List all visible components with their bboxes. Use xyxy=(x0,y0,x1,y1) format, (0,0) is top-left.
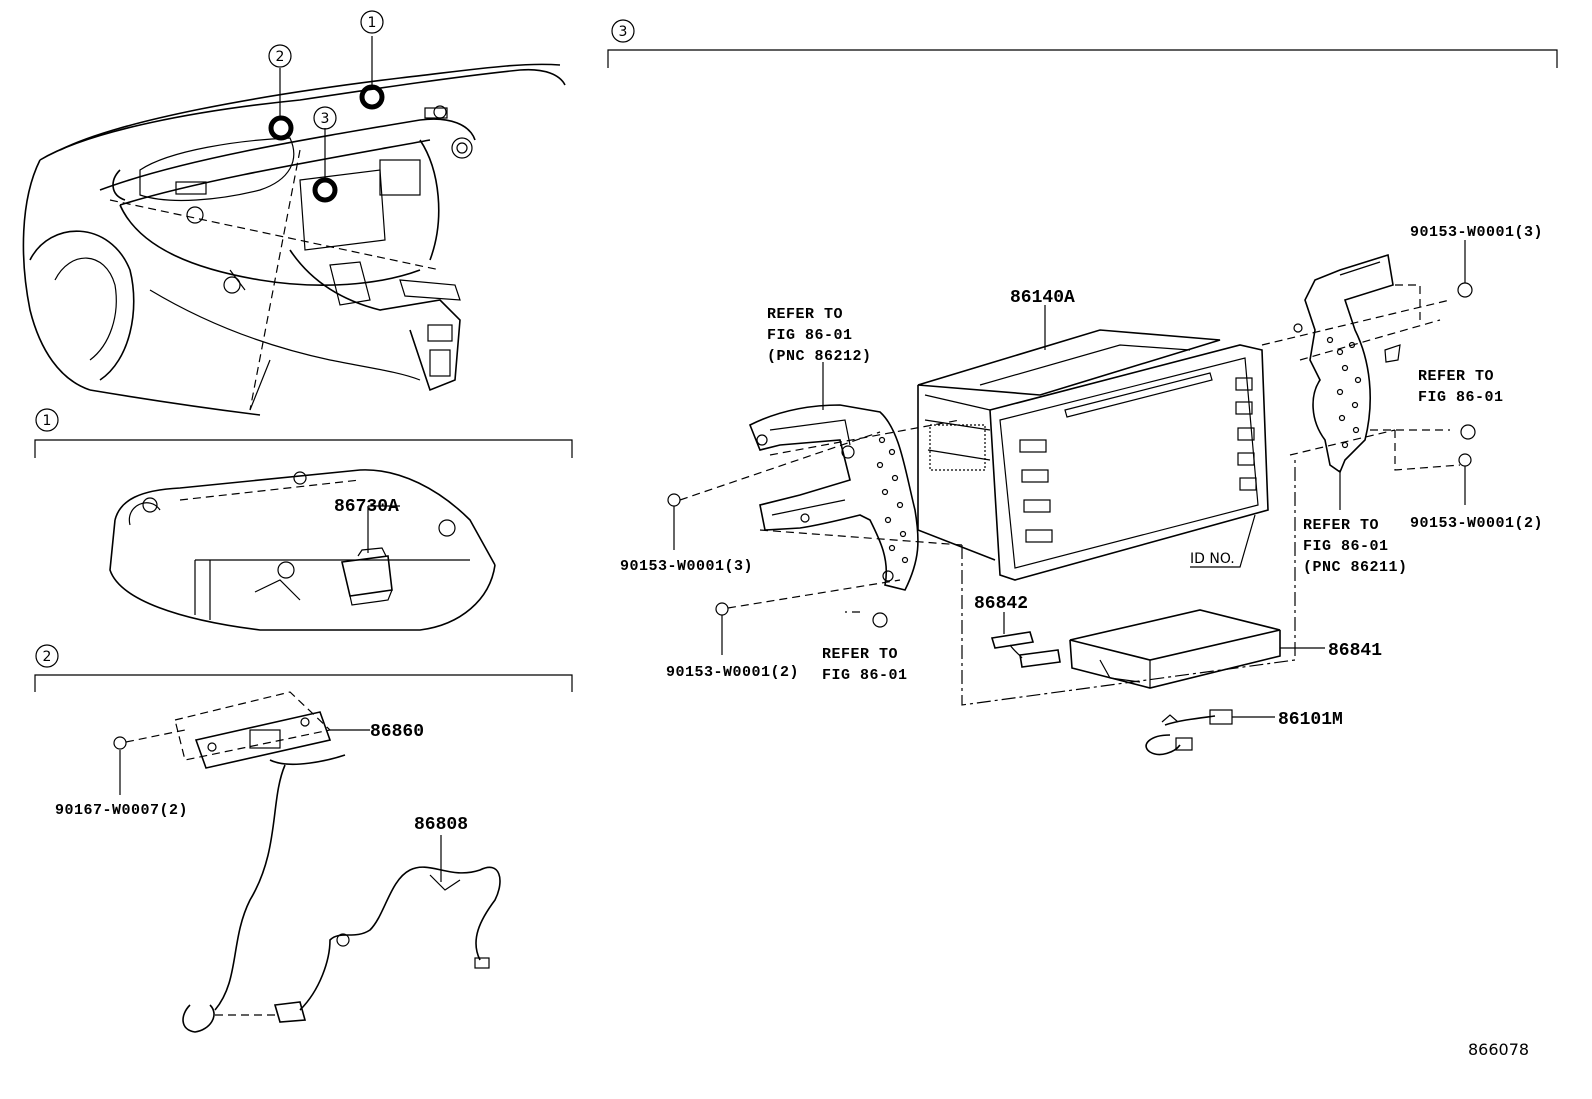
svg-text:3: 3 xyxy=(619,24,628,40)
section-2: 2 86860 90167-W0007(2) 86808 xyxy=(34,644,573,1033)
ref-left-top-line2: FIG 86-01 xyxy=(767,327,853,344)
label-bolt-right-mid: 90153-W0001(2) xyxy=(1410,515,1543,532)
label-86730A: 86730A xyxy=(334,497,399,517)
svg-text:2: 2 xyxy=(276,49,285,65)
label-bolt-left-lower: 90153-W0001(2) xyxy=(666,664,799,681)
label-86808: 86808 xyxy=(414,815,468,835)
ref-left-bottom-line2: FIG 86-01 xyxy=(822,667,908,684)
ref-right-bottom-line3: (PNC 86211) xyxy=(1303,559,1408,576)
label-bolt-right-top: 90153-W0001(3) xyxy=(1410,224,1543,241)
ref-right-mid-line1: REFER TO xyxy=(1418,368,1494,385)
section-1-callout: 1 xyxy=(35,408,59,432)
ref-left-top-line1: REFER TO xyxy=(767,306,843,323)
section-3-bracket-line xyxy=(607,49,1558,68)
display-buttons-right xyxy=(1235,377,1257,491)
label-86101M: 86101M xyxy=(1278,710,1343,730)
bracket-holes-right xyxy=(1326,336,1362,449)
vehicle-interior-overview: 1 2 3 xyxy=(22,10,566,416)
ref-right-bottom-line1: REFER TO xyxy=(1303,517,1379,534)
section-3-callout: 3 xyxy=(611,19,635,43)
ref-left-top-line3: (PNC 86212) xyxy=(767,348,872,365)
ref-left-bottom-line1: REFER TO xyxy=(822,646,898,663)
callout-1: 1 xyxy=(360,10,384,34)
bolt-left-lower xyxy=(715,602,729,655)
label-bolt-left-upper: 90153-W0001(3) xyxy=(620,558,753,575)
rear-connector-grille xyxy=(929,424,986,471)
callout-3: 3 xyxy=(313,106,337,130)
clip-right-mid xyxy=(1460,424,1476,440)
label-86140A: 86140A xyxy=(1010,288,1075,308)
label-id-no: ID NO. xyxy=(1190,551,1235,567)
callout-2: 2 xyxy=(268,44,292,68)
ref-right-mid-line2: FIG 86-01 xyxy=(1418,389,1504,406)
bolt-right-mid xyxy=(1458,453,1472,505)
diagram-code: 866078 xyxy=(1468,1040,1529,1059)
bolt-right-top xyxy=(1457,240,1473,298)
svg-text:3: 3 xyxy=(321,111,330,127)
display-buttons-left xyxy=(1019,439,1053,543)
section-2-callout: 2 xyxy=(35,644,59,668)
label-86841: 86841 xyxy=(1328,641,1382,661)
bracket-holes-left xyxy=(876,436,909,564)
section-1-bracket-line xyxy=(34,439,573,458)
svg-text:2: 2 xyxy=(43,649,52,665)
section-1: 1 86730A xyxy=(34,408,573,631)
label-90167-W0007: 90167-W0007(2) xyxy=(55,802,188,819)
label-86842: 86842 xyxy=(974,594,1028,614)
bolt-left-upper xyxy=(667,493,681,550)
section-2-bracket-line xyxy=(34,674,573,692)
section-3: 3 REFER TO FIG 86-01 (PNC 86212) xyxy=(607,19,1558,756)
label-86860: 86860 xyxy=(370,722,424,742)
ref-right-bottom-line2: FIG 86-01 xyxy=(1303,538,1389,555)
svg-text:1: 1 xyxy=(43,413,52,429)
svg-text:1: 1 xyxy=(368,15,377,31)
clip-left-bottom xyxy=(845,611,888,628)
